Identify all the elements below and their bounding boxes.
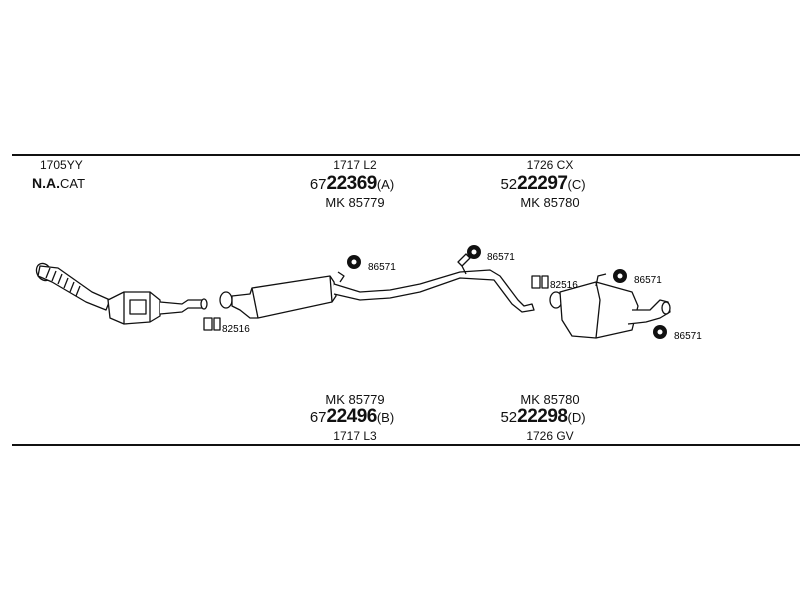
front-muffler-part-number: 6722369(A) [310, 174, 394, 195]
pipe-hanger-drawing [457, 253, 471, 275]
rear-mounting-kit: MK 85780 [520, 195, 580, 210]
catalyst-code: 1705YY [40, 158, 83, 172]
catalyst-title-cat: CAT [60, 176, 86, 191]
clamp-rear-drawing [531, 275, 549, 289]
part-suffix: (A) [376, 177, 395, 192]
ref-hanger-mid: 86571 [347, 255, 396, 273]
rear-muffler-code: 1726 CX [526, 158, 574, 172]
front-muffler-code-bottom: 1717 L3 [333, 429, 377, 443]
ref-clamp-rear: 82516 [550, 280, 578, 291]
ref-hanger-rear-top: 86571 [613, 269, 662, 286]
top-border-line [12, 154, 800, 156]
rear-muffler-code-bottom: 1726 GV [526, 429, 574, 443]
bottom-border-line [12, 444, 800, 446]
part-main: 22297 [517, 173, 568, 194]
part-prefix: 67 [309, 409, 327, 426]
rear-muffler-part-number: 5222297(C) [500, 174, 585, 195]
part-main: 22369 [326, 173, 378, 194]
part-prefix: 67 [309, 176, 327, 193]
part-suffix: (C) [567, 177, 586, 192]
ref-hanger-rear-bottom: 86571 [653, 325, 702, 342]
clamp-front-drawing [203, 317, 221, 331]
ref-hanger-mid-label: 86571 [368, 262, 396, 273]
front-muffler-code: 1717 L2 [333, 158, 377, 172]
rear-mounting-kit-bottom: MK 85780 [520, 392, 580, 407]
catalytic-converter [107, 291, 208, 325]
part-main: 22298 [517, 406, 568, 427]
rear-muffler [549, 273, 671, 339]
rear-muffler-part-number-bottom: 5222298(D) [500, 407, 585, 428]
front-pipe [35, 262, 111, 311]
ref-hanger-rear-top-label: 86571 [634, 275, 662, 286]
ref-hanger-pipe-label: 86571 [487, 252, 515, 263]
front-muffler [219, 269, 535, 319]
ref-clamp-front: 82516 [222, 324, 250, 335]
part-main: 22496 [326, 406, 378, 427]
part-prefix: 52 [500, 176, 518, 193]
ref-clamp-front-label: 82516 [222, 324, 250, 335]
ref-hanger-pipe: 86571 [467, 245, 515, 263]
catalyst-title-bold: N.A. [32, 175, 60, 191]
ref-hanger-rear-bottom-label: 86571 [674, 331, 702, 342]
catalyst-title: N.A.CAT [32, 176, 85, 191]
part-suffix: (B) [376, 410, 395, 425]
front-muffler-part-number-bottom: 6722496(B) [310, 407, 394, 428]
part-prefix: 52 [500, 409, 518, 426]
front-mounting-kit: MK 85779 [325, 195, 385, 210]
part-suffix: (D) [567, 410, 586, 425]
ref-clamp-rear-label: 82516 [550, 280, 578, 291]
front-mounting-kit-bottom: MK 85779 [325, 392, 385, 407]
